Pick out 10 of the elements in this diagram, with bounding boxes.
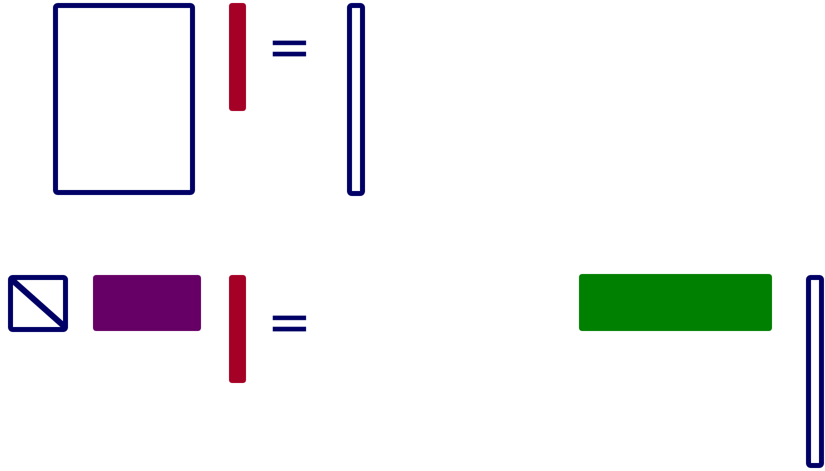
- matrix-block: [579, 274, 772, 331]
- matrix-block: [93, 275, 201, 331]
- crossed-square-icon: [8, 275, 68, 332]
- vector-outline: [347, 3, 365, 196]
- vector-bar: [229, 275, 246, 383]
- equals-sign: =: [267, 295, 312, 351]
- vector-bar: [229, 3, 246, 111]
- equals-sign: =: [267, 20, 312, 76]
- matrix-outline: [53, 3, 195, 195]
- vector-outline: [806, 275, 824, 468]
